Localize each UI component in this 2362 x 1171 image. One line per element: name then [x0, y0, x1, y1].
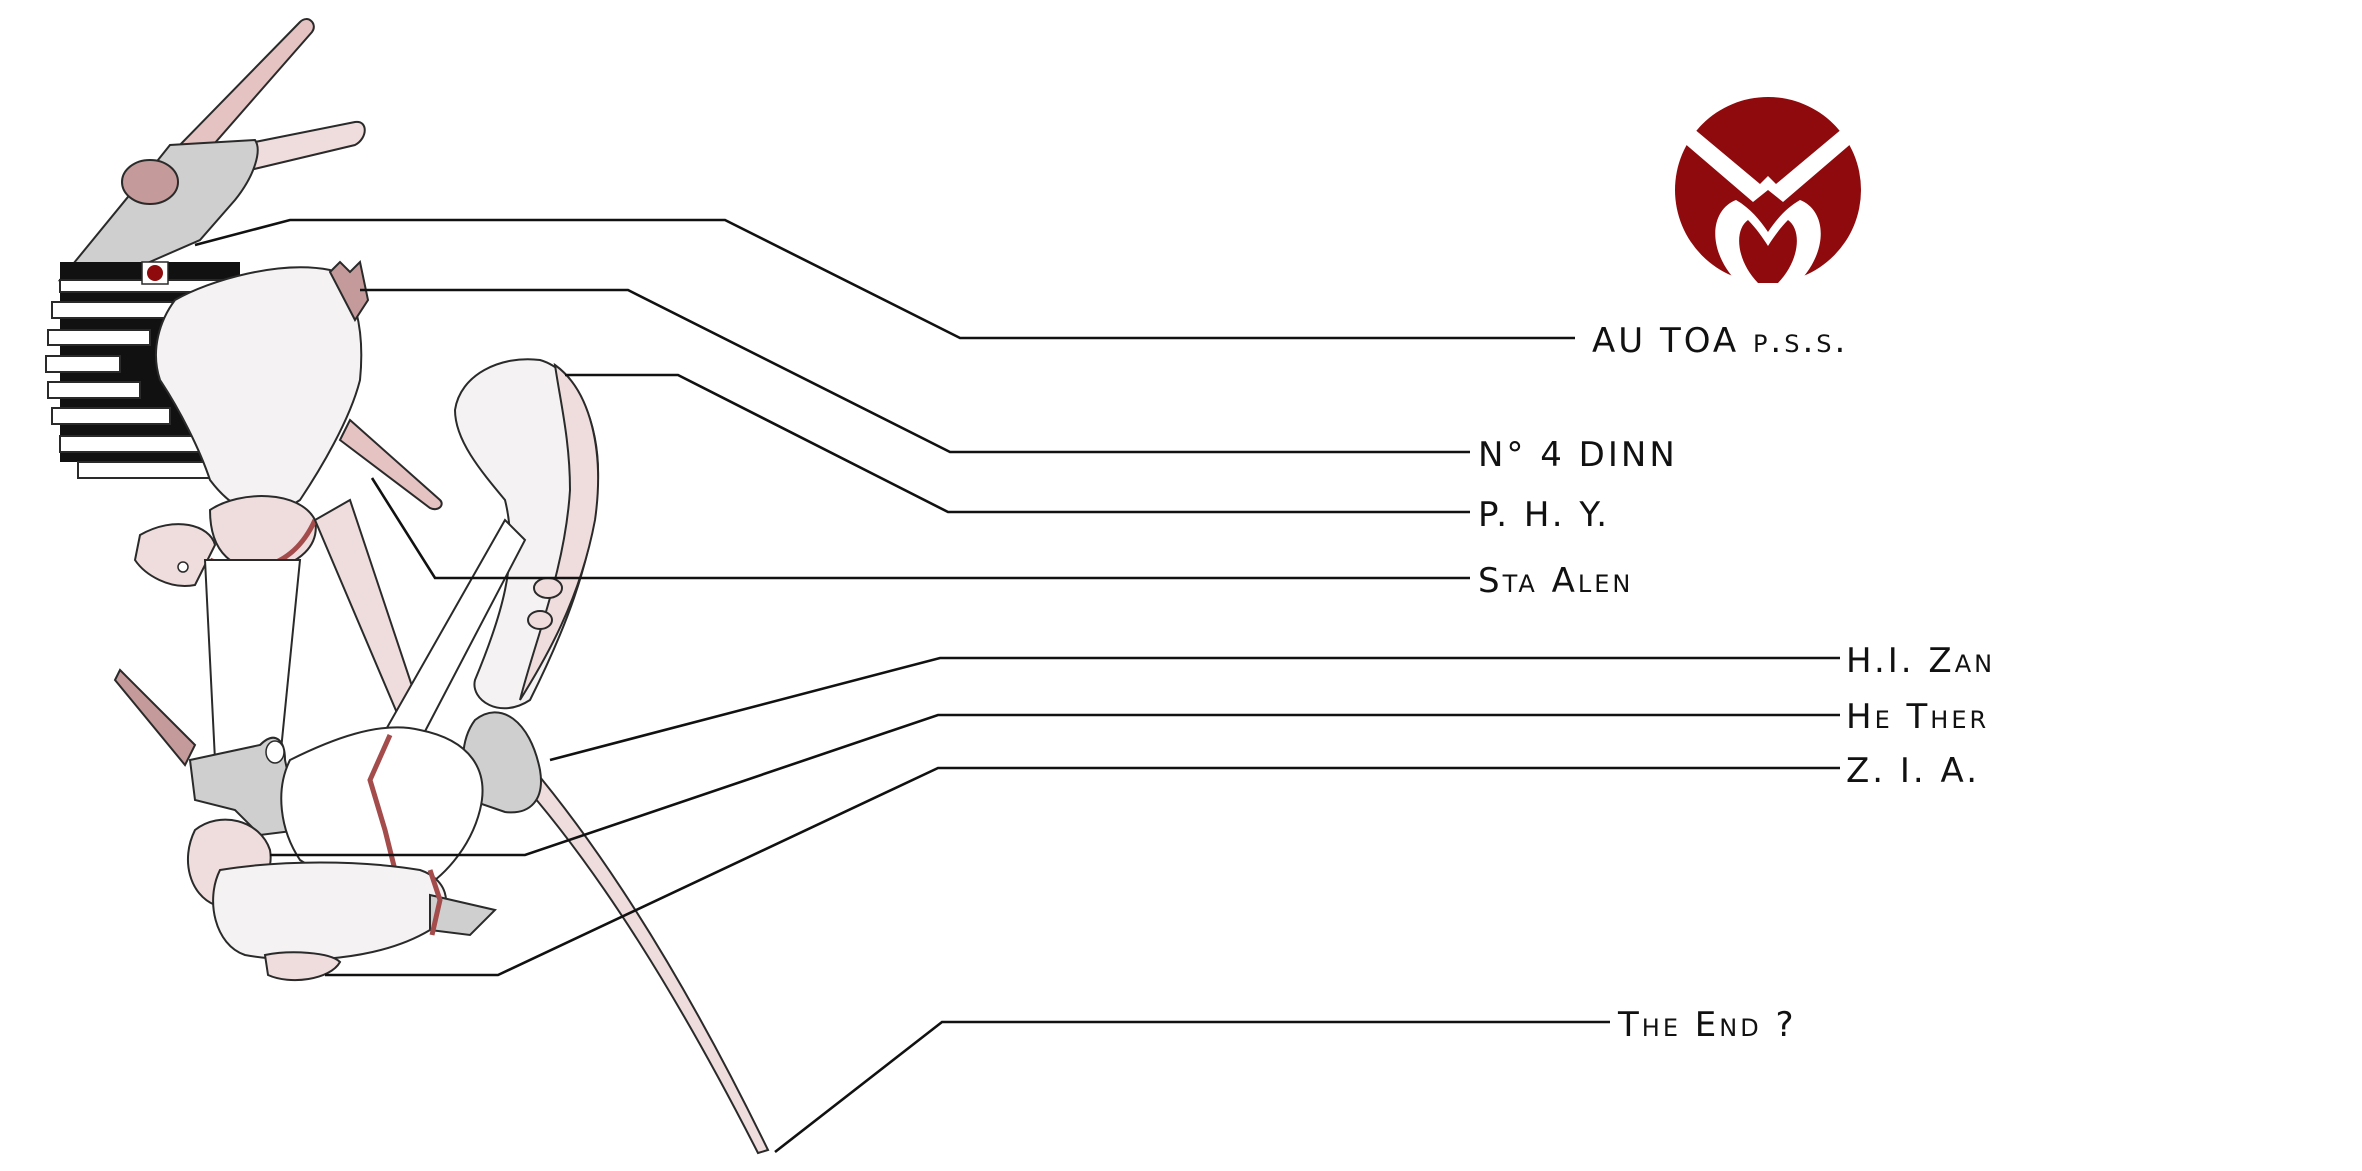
nostril [177, 561, 189, 573]
head-horn-right [238, 120, 366, 172]
labels: AU TOA p.s.s. N° 4 DINN P. H. Y. Sta Ale… [1478, 321, 1995, 1045]
leader-autoa [194, 218, 1575, 340]
leader-zia [325, 766, 1840, 977]
foot [212, 861, 447, 961]
leader-hizan [549, 656, 1840, 762]
head-helmet-plate [57, 138, 259, 282]
heel-pad [263, 951, 342, 982]
knuckle [533, 577, 563, 599]
label-zia: Z. I. A. [1846, 751, 1980, 791]
helmet-badge-emblem-icon [147, 265, 163, 281]
label-phy: P. H. Y. [1478, 495, 1610, 535]
leader-end [774, 1020, 1610, 1154]
head-bone [154, 266, 363, 514]
leader-phy [565, 373, 1470, 514]
lower-horn [113, 668, 197, 767]
head-knob [121, 159, 179, 205]
plate-hole [265, 740, 285, 764]
leader-hether [270, 713, 1840, 857]
label-dinn: N° 4 DINN [1478, 435, 1678, 475]
tail-spike [513, 763, 770, 1155]
foot-band [427, 869, 443, 936]
leader-dinn [360, 288, 1470, 454]
label-hizan: H.I. Zan [1846, 641, 1995, 681]
arm-claw [338, 418, 443, 511]
creature-illustration [45, 18, 770, 1155]
hip-band [367, 733, 398, 871]
snout [133, 523, 217, 587]
shoulder-joint [208, 495, 317, 572]
head-comb [328, 259, 370, 322]
red-circle-emblem-icon [1675, 97, 1861, 283]
head-horn-upper [173, 18, 315, 162]
forelimb-bone [313, 498, 422, 722]
spine-bone [203, 559, 302, 761]
label-hether: He Ther [1846, 697, 1989, 737]
leader-sta [370, 477, 1470, 580]
label-end: The End ? [1617, 1005, 1797, 1045]
leader-lines [194, 218, 1840, 1154]
toe-claw [429, 893, 497, 937]
label-autoa: AU TOA p.s.s. [1592, 321, 1848, 361]
upper-limb-shade [519, 362, 600, 701]
knuckle [527, 610, 553, 630]
label-sta: Sta Alen [1478, 561, 1633, 601]
